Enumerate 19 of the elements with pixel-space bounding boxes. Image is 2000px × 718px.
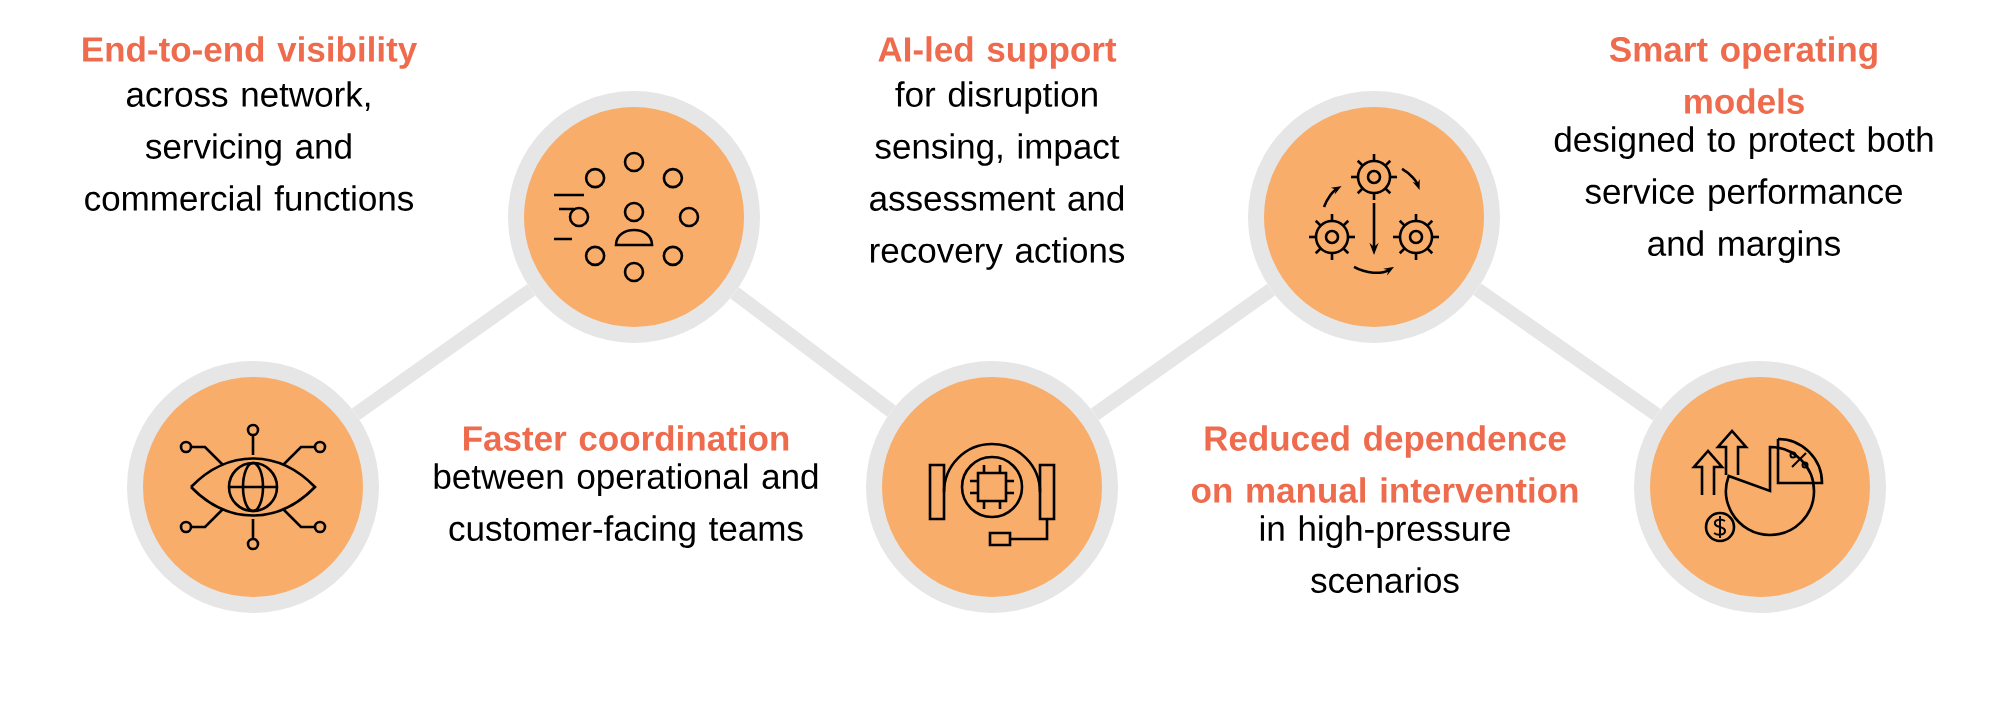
feature-heading: End-to-end visibility (83, 36, 418, 69)
icon-circle (866, 361, 1118, 613)
icon-circle (1634, 361, 1886, 613)
connector-line (730, 287, 896, 417)
icon-circle (508, 91, 760, 343)
icon-circle (127, 361, 379, 613)
feature-description: between operational and customer-facing teams (434, 463, 818, 548)
icon-circle (1248, 91, 1500, 343)
connector-line (1090, 284, 1276, 420)
connector-line (351, 284, 536, 420)
feature-heading: Smart operating models (1609, 36, 1877, 114)
connector-line (1473, 283, 1661, 421)
feature-heading: Reduced dependence on manual intervention (1191, 425, 1578, 503)
feature-description: across network, servicing and commercial functions (85, 81, 413, 211)
feature-description: in high-pressure scenarios (1260, 515, 1510, 593)
feature-description: designed to protect both service performance and margins (1554, 126, 1933, 263)
feature-heading: Faster coordination (464, 425, 789, 451)
feature-heading: AI-led support (878, 36, 1117, 69)
feature-description: for disruption sensing, impact assessment and recovery actions (870, 81, 1125, 270)
